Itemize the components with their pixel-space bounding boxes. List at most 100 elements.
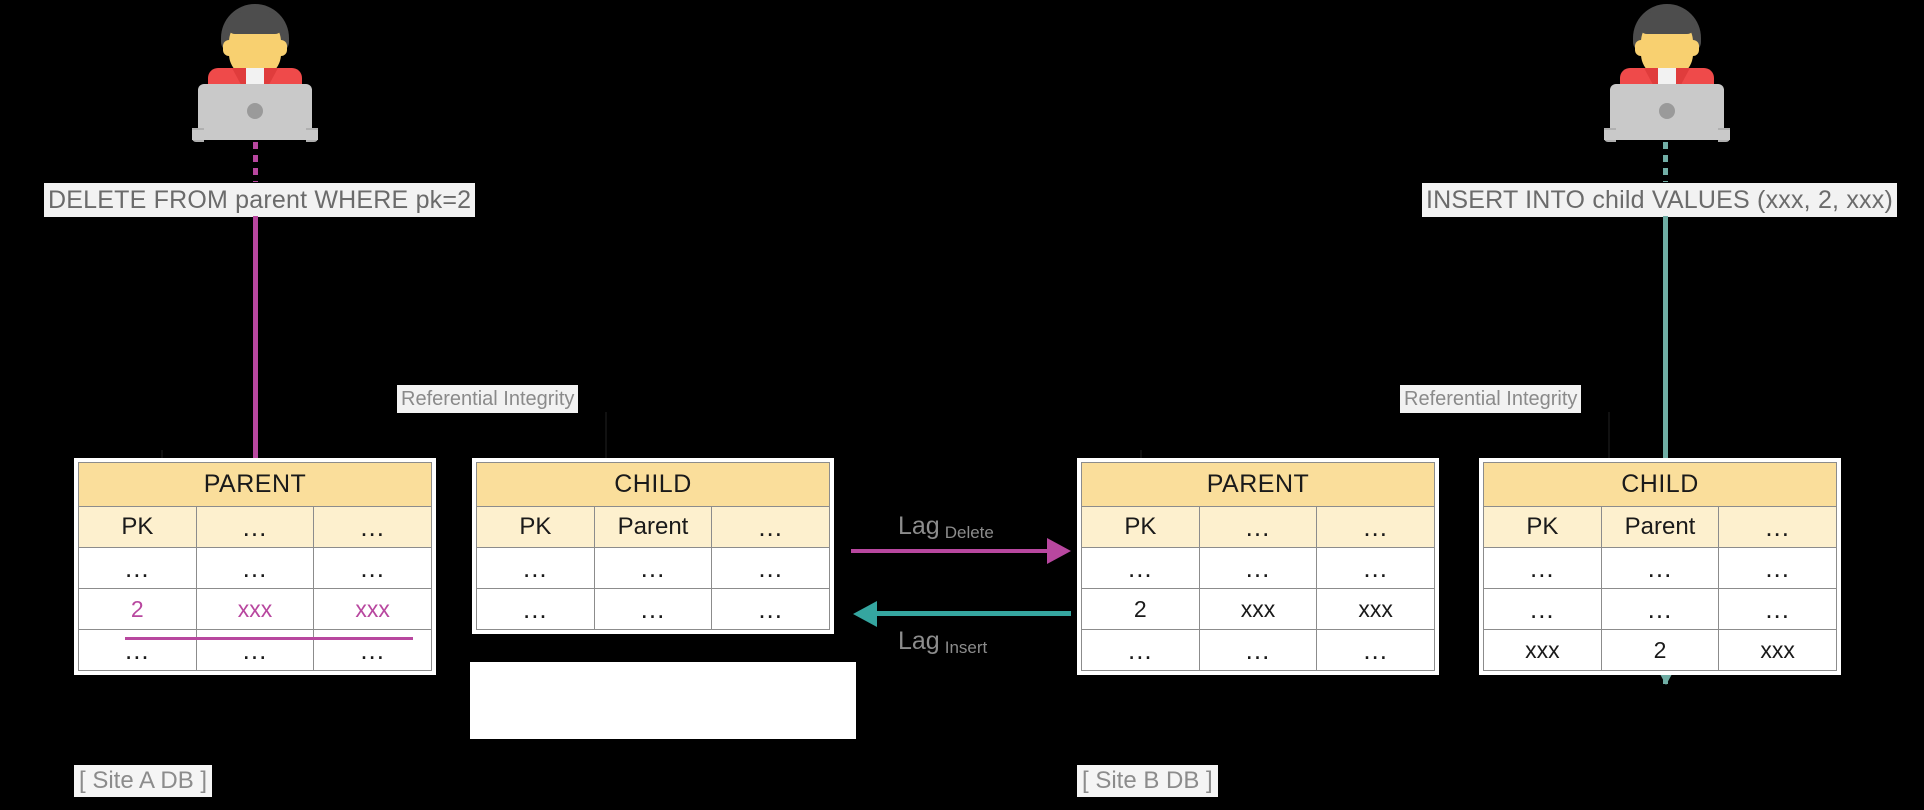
table-title: PARENT <box>1081 462 1435 507</box>
table-row-inserted: xxx 2 xxx <box>1483 629 1837 671</box>
cell: xxx <box>1718 629 1837 671</box>
cell: ... <box>1316 547 1435 589</box>
cell: ... <box>711 547 830 589</box>
column-header-parent: Parent <box>593 506 713 548</box>
cell: ... <box>476 547 595 589</box>
cell: 2 <box>1081 588 1200 630</box>
lag-delete-arrowhead <box>1047 538 1071 564</box>
table-row: ... ... ... <box>1081 629 1435 671</box>
avatar-ear-left <box>1635 40 1647 56</box>
table-right-parent: PARENT PK ... ... ... ... ... 2 xxx xxx … <box>1077 458 1439 675</box>
avatar-ear-right <box>275 40 287 56</box>
column-header-pk: PK <box>1483 506 1602 548</box>
laptop-logo-icon <box>247 103 263 119</box>
ri-label-left: Referential Integrity <box>397 385 579 413</box>
lag-insert-text: Lag <box>898 627 940 655</box>
cell: ... <box>1600 547 1720 589</box>
table-header-row: PK ... ... <box>78 506 432 548</box>
avatar-ear-left <box>223 40 235 56</box>
lag-delete-arrow-line <box>851 549 1051 553</box>
lag-insert-arrow-line <box>876 611 1071 616</box>
cell: ... <box>1198 629 1318 671</box>
laptop-logo-icon <box>1659 103 1675 119</box>
deleted-row-strikethrough <box>125 637 413 640</box>
cell: ... <box>1718 588 1837 630</box>
ri-label-right: Referential Integrity <box>1400 385 1582 413</box>
cell: ... <box>1483 588 1602 630</box>
table-row: 2 xxx xxx <box>1081 588 1435 630</box>
cell: ... <box>313 629 432 671</box>
column-header-3: ... <box>1316 506 1435 548</box>
delete-sql-caption: DELETE FROM parent WHERE pk=2 <box>44 183 476 217</box>
cell: xxx <box>1316 588 1435 630</box>
cell: ... <box>78 629 197 671</box>
cell: ... <box>1718 547 1837 589</box>
cell: ... <box>1316 629 1435 671</box>
insert-sql-caption: INSERT INTO child VALUES (xxx, 2, xxx) <box>1422 183 1897 217</box>
table-row: ... ... ... <box>476 588 830 630</box>
empty-note-box <box>470 662 856 739</box>
cell: ... <box>593 588 713 630</box>
table-row: ... ... ... <box>1081 547 1435 589</box>
column-header-pk: PK <box>78 506 197 548</box>
column-header-3: ... <box>313 506 432 548</box>
table-header-row: PK Parent ... <box>476 506 830 548</box>
table-row: ... ... ... <box>1483 547 1837 589</box>
cell: xxx <box>313 588 432 630</box>
avatar-fringe <box>1639 12 1695 34</box>
cell: ... <box>476 588 595 630</box>
table-left-child: CHILD PK Parent ... ... ... ... ... ... … <box>472 458 834 634</box>
cell: ... <box>1081 547 1200 589</box>
column-header-pk: PK <box>1081 506 1200 548</box>
delete-flow-dotted-top <box>253 142 258 182</box>
insert-flow-dotted-top <box>1663 142 1668 182</box>
table-row-deleted: 2 xxx xxx <box>78 588 432 630</box>
table-row: ... ... ... <box>78 629 432 671</box>
cell: ... <box>1483 547 1602 589</box>
site-label-b: [ Site B DB ] <box>1077 765 1218 797</box>
lag-delete-text: Lag <box>898 512 940 540</box>
table-row: ... ... ... <box>1483 588 1837 630</box>
table-right-child: CHILD PK Parent ... ... ... ... ... ... … <box>1479 458 1841 675</box>
user-avatar-right <box>1592 2 1742 142</box>
table-title: PARENT <box>78 462 432 507</box>
delete-flow-line <box>253 216 258 631</box>
cell: ... <box>195 547 315 589</box>
table-row: ... ... ... <box>476 547 830 589</box>
insert-flow-line <box>1663 216 1668 684</box>
cell: ... <box>195 629 315 671</box>
table-header-row: PK ... ... <box>1081 506 1435 548</box>
cell: xxx <box>195 588 315 630</box>
table-row: ... ... ... <box>78 547 432 589</box>
avatar-fringe <box>227 12 283 34</box>
lag-insert-arrowhead <box>853 601 877 627</box>
cell: ... <box>1600 588 1720 630</box>
cell: ... <box>78 547 197 589</box>
cell: 2 <box>78 588 197 630</box>
laptop-base <box>192 130 318 140</box>
cell: ... <box>593 547 713 589</box>
cell: 2 <box>1600 629 1720 671</box>
cell: xxx <box>1483 629 1602 671</box>
cell: ... <box>1198 547 1318 589</box>
column-header-2: ... <box>195 506 315 548</box>
cell: ... <box>711 588 830 630</box>
lag-insert-subscript: Insert <box>944 638 988 657</box>
table-left-parent: PARENT PK ... ... ... ... ... 2 xxx xxx … <box>74 458 436 675</box>
column-header-2: ... <box>1198 506 1318 548</box>
table-title: CHILD <box>476 462 830 507</box>
column-header-3: ... <box>1718 506 1837 548</box>
table-header-row: PK Parent ... <box>1483 506 1837 548</box>
column-header-pk: PK <box>476 506 595 548</box>
avatar-ear-right <box>1687 40 1699 56</box>
lag-delete-subscript: Delete <box>944 523 994 542</box>
laptop-base <box>1604 130 1730 140</box>
user-avatar-left <box>180 2 330 142</box>
column-header-3: ... <box>711 506 830 548</box>
column-header-parent: Parent <box>1600 506 1720 548</box>
site-label-a: [ Site A DB ] <box>74 765 213 797</box>
cell: xxx <box>1198 588 1318 630</box>
cell: ... <box>313 547 432 589</box>
